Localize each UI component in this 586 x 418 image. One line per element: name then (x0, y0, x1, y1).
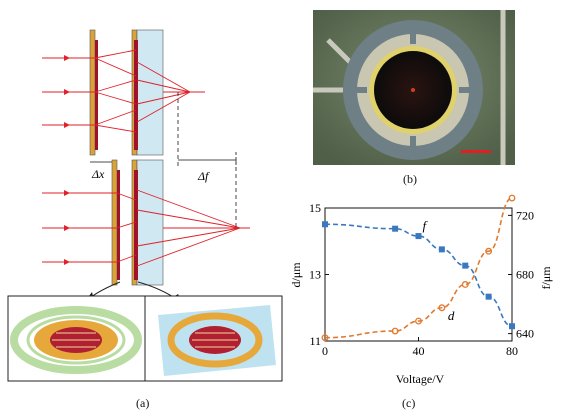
y-right-tick-label: 680 (516, 268, 534, 282)
data-point-f (392, 225, 399, 232)
top-rays (42, 49, 205, 133)
bottom-arrowheads (64, 190, 70, 265)
series-label-f: f (423, 218, 429, 233)
panel-c-chart: 0 40 80 11 13 15 640 680 720 f d d/μm f/μm Voltag… (292, 194, 553, 386)
caption-b: (b) (403, 172, 417, 186)
panel-b-micrograph (313, 10, 515, 165)
caption-a: (a) (136, 396, 150, 410)
top-assembly (42, 29, 205, 168)
caption-c: (c) (402, 396, 416, 410)
x-axis-label: Voltage/V (396, 372, 445, 386)
x-tick-label: 40 (413, 344, 425, 358)
y-left-tick-label: 13 (309, 268, 321, 282)
data-point-f (322, 221, 328, 228)
top-arrowheads (64, 55, 70, 128)
support-beams (313, 10, 506, 165)
data-point-f (415, 233, 422, 240)
bottom-glass-block (136, 159, 164, 286)
inset-right-glass-device (158, 305, 276, 376)
y-axis-label-left: d/μm (292, 262, 303, 288)
data-point-d (508, 194, 516, 202)
series-line-d (324, 197, 513, 339)
top-front-substrate (89, 29, 96, 156)
data-point-f (462, 262, 469, 269)
y-left-tick-label: 15 (309, 201, 321, 215)
y-right-tick-label: 720 (516, 208, 534, 222)
scale-bar (461, 150, 491, 153)
data-point-f (509, 323, 515, 330)
series-label-d: d (448, 308, 455, 323)
bottom-front-substrate (111, 159, 118, 286)
data-point-d (461, 281, 469, 288)
data-point-d (485, 247, 493, 255)
delta-f-label: Δf (197, 169, 210, 183)
bottom-assembly (42, 159, 250, 286)
bottom-front-metalens (117, 170, 120, 280)
top-front-metalens (95, 40, 98, 150)
x-tick-label: 0 (322, 344, 328, 358)
y-right-tick-label: 640 (516, 327, 534, 341)
ring-gaps (353, 30, 473, 150)
y-left-tick-label: 11 (309, 334, 321, 348)
bottom-rays (42, 189, 250, 267)
center-spot (411, 88, 415, 92)
top-glass-block (136, 29, 164, 156)
top-rear-metalens (134, 40, 138, 150)
data-point-d (391, 327, 399, 335)
panel-a-optics-diagram: Δx Δf (7, 29, 283, 382)
data-point-d (438, 304, 446, 312)
inset-left-mems-device (10, 306, 142, 374)
data-point-f (485, 293, 492, 300)
bottom-rear-metalens (134, 170, 138, 280)
data-point-d (321, 334, 329, 342)
series-line-f (324, 223, 513, 328)
data-point-d (415, 317, 422, 325)
delta-x-label: Δx (91, 167, 105, 181)
data-point-f (438, 246, 445, 253)
y-axis-label-right: f/μm (539, 266, 553, 290)
x-tick-label: 80 (506, 344, 518, 358)
